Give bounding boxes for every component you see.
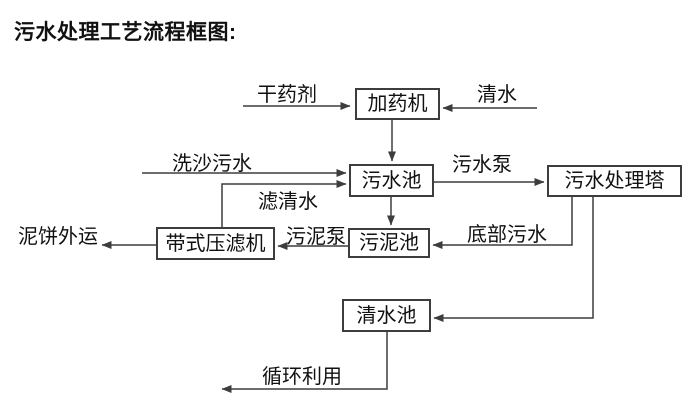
node-dosing-machine-label: 加药机 [367, 93, 428, 115]
edge-label-sewage-pump: 污水泵 [452, 154, 512, 176]
node-dosing-machine: 加药机 [355, 88, 440, 120]
edge-label-mud-cake-outbound: 泥饼外运 [18, 226, 98, 248]
node-sewage-treatment-tower-label: 污水处理塔 [564, 170, 665, 192]
node-sludge-pool: 污泥池 [348, 228, 430, 258]
node-sewage-pool: 污水池 [349, 164, 434, 197]
node-belt-filter-press-label: 带式压滤机 [165, 232, 266, 255]
arrow-clean-water-pool-to-recycling [221, 332, 388, 393]
node-clean-water-pool-label: 清水池 [356, 304, 417, 327]
edge-label-bottom-sewage: 底部污水 [467, 224, 547, 246]
node-clean-water-pool: 清水池 [342, 299, 431, 332]
edge-label-sand-washing-sewage: 洗沙污水 [172, 153, 252, 175]
arrow-treatment-tower-to-clean-water-pool [433, 197, 594, 322]
arrow-bottom-sewage-to-sludge-pool [432, 197, 573, 249]
node-sewage-pool-label: 污水池 [361, 169, 422, 192]
edge-label-filtered-water: 滤清水 [258, 191, 318, 213]
edge-label-clean-water: 清水 [477, 84, 517, 106]
edge-label-sludge-pump: 污泥泵 [286, 226, 346, 248]
node-belt-filter-press: 带式压滤机 [156, 227, 275, 260]
edge-label-dry-agent: 干药剂 [257, 84, 317, 106]
node-sewage-treatment-tower: 污水处理塔 [547, 165, 682, 197]
diagram-title: 污水处理工艺流程框图: [14, 21, 237, 44]
node-sludge-pool-label: 污泥池 [359, 232, 419, 254]
edge-label-recycling: 循环利用 [262, 366, 342, 388]
arrow-filtered-water-to-sewage-pool [221, 180, 347, 227]
